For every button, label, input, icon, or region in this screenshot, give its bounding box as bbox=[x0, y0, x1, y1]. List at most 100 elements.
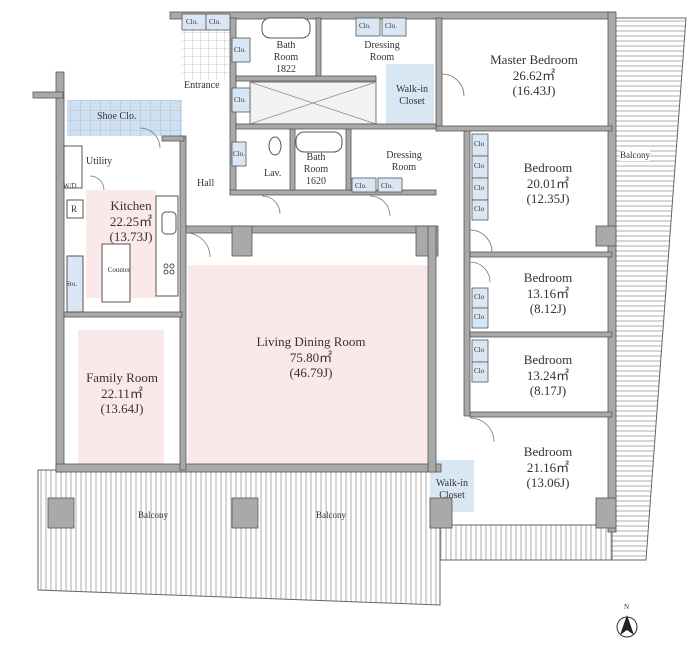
room-name: Master Bedroom bbox=[490, 52, 578, 67]
lav-text: Lav. bbox=[264, 168, 282, 179]
door-swings bbox=[89, 73, 495, 443]
entrance-text: Entrance bbox=[184, 80, 220, 91]
room-area: 22.25㎡ bbox=[109, 213, 153, 229]
family-floor bbox=[78, 330, 164, 465]
room-area: 20.01㎡ bbox=[526, 175, 570, 191]
clo-label: Clo. bbox=[233, 150, 245, 158]
bath-line1: Bath bbox=[276, 40, 296, 51]
clo-label: Clo bbox=[474, 313, 484, 321]
bedroom-2-label: Bedroom 13.16㎡ (8.12J) bbox=[508, 270, 588, 317]
hall-label: Hall bbox=[197, 178, 214, 190]
clo-text: Clo bbox=[474, 162, 485, 170]
clo-text: Clo bbox=[474, 367, 485, 375]
ldk-label: Living Dining Room 75.80㎡ (46.79J) bbox=[236, 334, 386, 381]
room-jo: (12.35J) bbox=[526, 191, 570, 207]
clo-text: Clo bbox=[474, 184, 485, 192]
room-jo: (8.17J) bbox=[529, 383, 567, 399]
room-jo: (8.12J) bbox=[529, 301, 567, 317]
walkin-closet-1-label: Walk-in Closet bbox=[388, 84, 436, 108]
clo-label: Clo. bbox=[209, 18, 221, 26]
clo-text: Clo. bbox=[233, 150, 245, 158]
clo-label: Clo. bbox=[186, 18, 198, 26]
clo-text: Clo. bbox=[186, 18, 198, 26]
clo-label: Clo. bbox=[385, 22, 397, 30]
clo-label: Clo. bbox=[234, 96, 246, 104]
clo-text: Clo bbox=[474, 293, 485, 301]
clo-label: Clo bbox=[474, 367, 484, 375]
room-jo: (13.06J) bbox=[526, 475, 570, 491]
clo-label: Clo bbox=[474, 205, 484, 213]
clo-label: Clo bbox=[474, 293, 484, 301]
walkin-line2: Closet bbox=[399, 96, 425, 107]
clo-label: Clo. bbox=[355, 182, 367, 190]
clo-text: Clo. bbox=[385, 22, 397, 30]
north-text: N bbox=[624, 603, 630, 611]
balcony-south bbox=[37, 469, 441, 606]
room-area: 75.80㎡ bbox=[289, 349, 333, 365]
balcony-label-east: Balcony bbox=[620, 150, 650, 161]
room-area: 13.16㎡ bbox=[526, 285, 570, 301]
balcony-text: Balcony bbox=[620, 150, 650, 160]
clo-text: Clo. bbox=[234, 46, 246, 54]
dressing-line2: Room bbox=[391, 162, 417, 173]
balcony-east bbox=[611, 17, 687, 561]
clo-text: Clo. bbox=[209, 18, 221, 26]
clo-text: Clo. bbox=[234, 96, 246, 104]
shoe-closet-floor bbox=[67, 100, 182, 136]
room-area: 21.16㎡ bbox=[526, 459, 570, 475]
clo-label: Clo. bbox=[381, 182, 393, 190]
dressing-line1: Dressing bbox=[386, 150, 422, 161]
bedroom-3-label: Bedroom 13.24㎡ (8.17J) bbox=[508, 352, 588, 399]
clo-label: Clo bbox=[474, 162, 484, 170]
bath-line2: Room bbox=[303, 164, 329, 175]
clo-text: Clo. bbox=[381, 182, 393, 190]
counter-label: Counter bbox=[102, 266, 136, 274]
clo-label: Clo. bbox=[359, 22, 371, 30]
bath-size: 1620 bbox=[306, 176, 326, 187]
bathtub-1 bbox=[261, 17, 311, 39]
walkin-line1: Walk-in bbox=[396, 84, 428, 95]
room-name: Bedroom bbox=[523, 160, 573, 175]
counter-text: Counter bbox=[107, 266, 131, 274]
r-text: R bbox=[71, 204, 78, 214]
balcony-text: Balcony bbox=[138, 510, 168, 520]
clo-text: Clo bbox=[474, 346, 485, 354]
balcony-label-2: Balcony bbox=[316, 510, 346, 521]
utility-label: Utility bbox=[86, 156, 112, 168]
clo-label: Clo bbox=[474, 346, 484, 354]
lav-label: Lav. bbox=[264, 168, 281, 180]
fridge-label: R bbox=[71, 204, 77, 215]
clo-text: Clo. bbox=[359, 22, 371, 30]
room-jo: (13.73J) bbox=[109, 229, 153, 245]
fridge bbox=[66, 199, 84, 219]
hall-text: Hall bbox=[197, 178, 215, 189]
room-name: Living Dining Room bbox=[256, 334, 366, 349]
toilet bbox=[268, 136, 282, 156]
room-name: Kitchen bbox=[110, 198, 152, 213]
room-area: 13.24㎡ bbox=[526, 367, 570, 383]
clo-label: Clo bbox=[474, 140, 484, 148]
wd-label: W/D bbox=[63, 182, 77, 190]
balcony-southeast bbox=[439, 524, 613, 561]
room-name: Family Room bbox=[86, 370, 158, 385]
balcony-text: Balcony bbox=[316, 510, 346, 520]
north-label: N bbox=[624, 603, 629, 611]
walkin-line2: Closet bbox=[439, 490, 465, 501]
balcony-label-1: Balcony bbox=[138, 510, 168, 521]
clo-label: Clo bbox=[474, 184, 484, 192]
clo-text: Clo. bbox=[355, 182, 367, 190]
north-arrow-icon bbox=[616, 615, 638, 638]
clo-text: Clo bbox=[474, 313, 485, 321]
bedroom-4-label: Bedroom 21.16㎡ (13.06J) bbox=[508, 444, 588, 491]
room-name: Bedroom bbox=[523, 270, 573, 285]
clo-text: Clo bbox=[474, 140, 485, 148]
room-jo: (46.79J) bbox=[289, 365, 333, 381]
room-area: 26.62㎡ bbox=[512, 67, 556, 83]
room-jo: (16.43J) bbox=[512, 83, 556, 99]
ldk-floor bbox=[188, 265, 428, 465]
dressing-room-1-label: Dressing Room bbox=[354, 40, 410, 64]
bath-line1: Bath bbox=[306, 152, 326, 163]
master-bedroom-label: Master Bedroom 26.62㎡ (16.43J) bbox=[478, 52, 590, 99]
kitchen-label: Kitchen 22.25㎡ (13.73J) bbox=[96, 198, 166, 245]
